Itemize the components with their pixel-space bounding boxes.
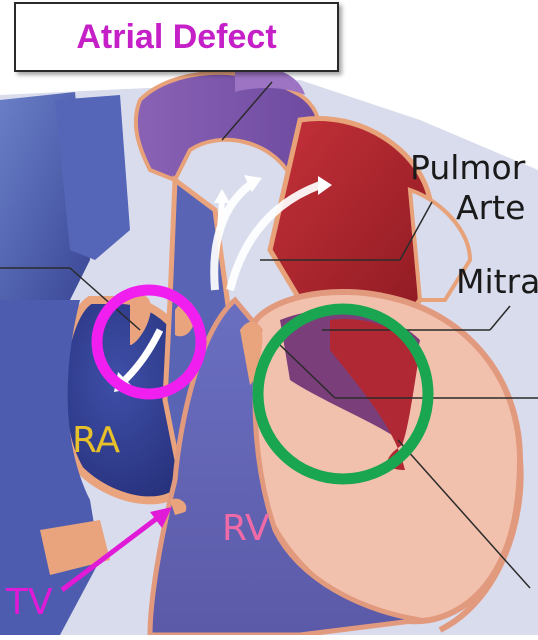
- label-pulmonary-line2: Arte: [456, 188, 525, 227]
- label-mitral: Mitra: [456, 262, 538, 301]
- title-box: Atrial Defect: [14, 2, 339, 72]
- label-right-ventricle: RV: [222, 508, 270, 549]
- diagram-title: Atrial Defect: [76, 18, 276, 57]
- label-right-atrium: RA: [72, 420, 120, 461]
- flow-arrow-3: [220, 200, 222, 230]
- label-pulmonary-line1: Pulmor: [410, 148, 525, 187]
- label-tricuspid-valve: TV: [6, 582, 53, 623]
